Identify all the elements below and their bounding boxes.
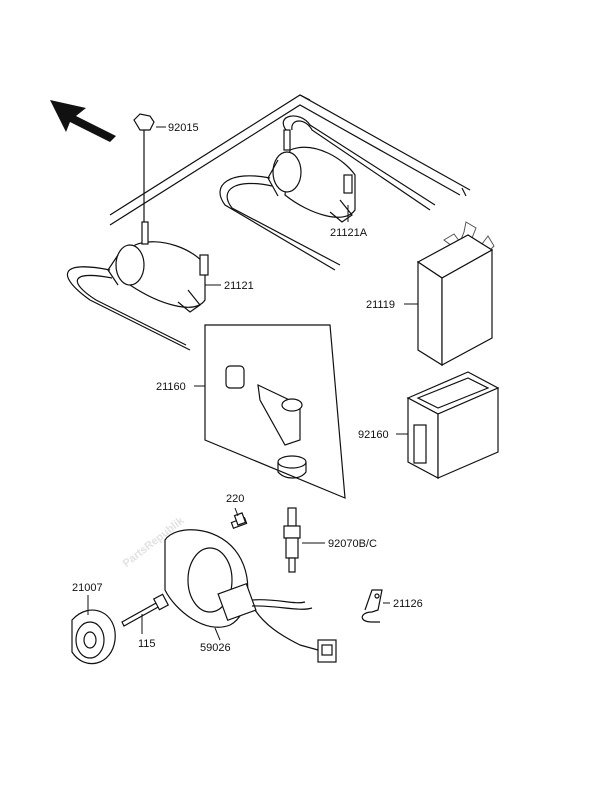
label-21160: 21160 (156, 381, 186, 393)
holder-92160 (406, 371, 500, 479)
coil-21121 (66, 221, 209, 351)
clamp-21126 (361, 589, 383, 623)
label-92070: 92070B/C (328, 538, 377, 550)
rotor-21007 (71, 609, 116, 665)
spark-plug-92070 (283, 507, 301, 573)
label-92160: 92160 (358, 429, 389, 441)
caps-kit-21160 (204, 324, 346, 499)
leader-lines (87, 126, 418, 641)
pickup-coil-59026 (164, 529, 337, 663)
label-115: 115 (138, 638, 156, 650)
part-labels: 92015 21121A 21121 21119 21160 92160 220… (72, 122, 423, 654)
label-21007: 21007 (72, 582, 103, 594)
label-21121A: 21121A (330, 227, 368, 239)
coil-21121A (219, 115, 436, 271)
label-21119: 21119 (366, 299, 395, 311)
label-21126: 21126 (393, 598, 423, 610)
label-92015: 92015 (168, 122, 199, 134)
coil-wire-rails (109, 94, 471, 226)
label-21121: 21121 (224, 280, 254, 292)
igniter-unit-21119 (416, 234, 494, 367)
label-59026: 59026 (200, 642, 231, 654)
label-220: 220 (226, 493, 244, 505)
bolt-220 (230, 512, 248, 529)
nut-92015 (133, 113, 155, 222)
bolt-115 (121, 593, 170, 627)
arrow-icon (50, 100, 116, 142)
